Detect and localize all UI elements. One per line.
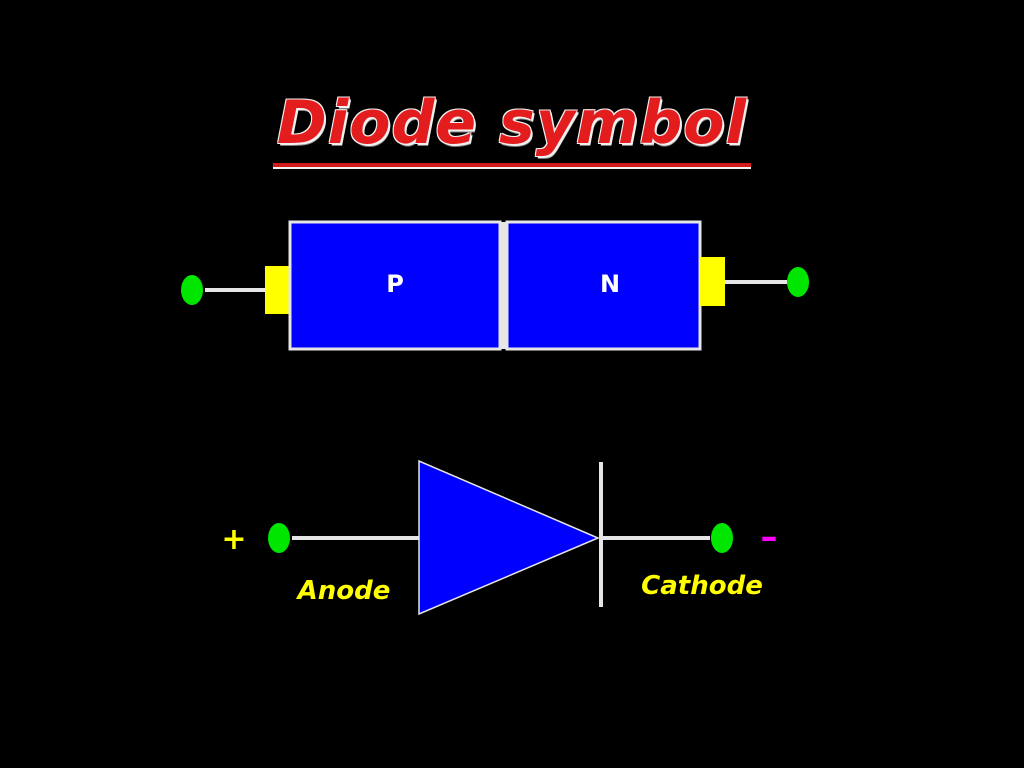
diode-triangle [418, 459, 600, 616]
n-region [505, 220, 702, 351]
title-text: Diode symbol [272, 83, 752, 167]
cathode-label: Cathode [641, 571, 763, 601]
p-region [288, 220, 502, 351]
anode-terminal-dot [268, 523, 290, 553]
plus-sign: + [221, 522, 246, 557]
diode-symbol: + – Anode Cathode [221, 459, 778, 616]
right-contact [700, 257, 725, 306]
right-terminal-dot [787, 267, 809, 297]
slide-title: Diode symbol [0, 78, 1024, 168]
p-label: P [386, 270, 404, 298]
left-contact [265, 266, 290, 314]
n-label: N [600, 270, 620, 298]
anode-label: Anode [296, 576, 391, 606]
cathode-terminal-dot [711, 523, 733, 553]
left-terminal-dot [181, 275, 203, 305]
pn-junction-block: P N [181, 220, 809, 351]
minus-sign: – [761, 517, 778, 557]
